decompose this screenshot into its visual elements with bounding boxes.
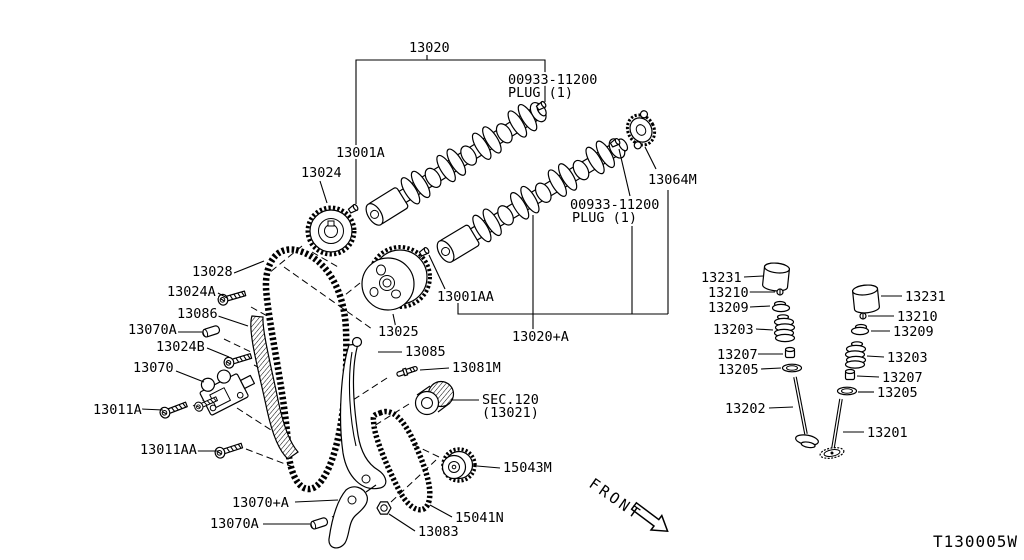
bolt-13024a (216, 287, 248, 307)
label-13231-left: 13231 (701, 270, 742, 286)
label-13025: 13025 (378, 324, 419, 340)
label-13209-left: 13209 (708, 300, 749, 316)
label-13070-plus-a: 13070+A (232, 495, 289, 511)
pin-13070a-upper (201, 324, 222, 339)
label-13081m: 13081M (452, 360, 501, 376)
label-13083: 13083 (418, 524, 459, 540)
label-plug-mid-2: PLUG (1) (572, 210, 637, 226)
spring-seat-left-13205 (781, 363, 803, 373)
exhaust-valve-13201 (819, 398, 845, 459)
valve-lifter-left-13231 (762, 262, 790, 292)
label-13070a-upper: 13070A (128, 322, 177, 338)
label-13001a: 13001A (336, 145, 385, 161)
label-13070: 13070 (133, 360, 174, 376)
cam-sprocket-13024 (305, 205, 357, 257)
spring-retainer-right-13209 (850, 323, 870, 336)
label-plug-top-1: 00933-11200 (508, 72, 597, 88)
label-13020-plus-a: 13020+A (512, 329, 569, 345)
front-label: FRONT (586, 475, 646, 524)
tensioner-guide-13085 (339, 336, 387, 490)
oil-pump-chain-15041n (370, 408, 433, 513)
label-13203-right: 13203 (887, 350, 928, 366)
callout-labels: 13020 00933-11200 PLUG (1) 13001A 13024 … (91, 38, 948, 542)
label-13209-right: 13209 (893, 324, 934, 340)
chain-tensioner-13070 (199, 369, 256, 416)
nut-13083 (376, 501, 392, 515)
label-13085: 13085 (405, 344, 446, 360)
chain-guide-13086 (250, 315, 299, 460)
label-13202: 13202 (725, 401, 766, 417)
label-13020: 13020 (409, 40, 450, 56)
timing-chain-13028 (262, 246, 350, 493)
valve-spring-left-13203 (773, 314, 796, 343)
label-13201: 13201 (867, 425, 908, 441)
label-plug-top-2: PLUG (1) (508, 85, 573, 101)
valve-spring-right-13203 (844, 341, 867, 369)
bolt-13011a (157, 398, 189, 421)
label-13024: 13024 (301, 165, 342, 181)
front-direction-indicator: FRONT (586, 475, 669, 533)
label-13231-right: 13231 (905, 289, 946, 305)
label-13024a: 13024A (167, 284, 216, 300)
intake-valve-13202 (793, 376, 819, 449)
label-13024b: 13024B (156, 339, 205, 355)
spring-seat-right-13205 (836, 386, 858, 396)
leader-lines (140, 55, 902, 532)
valve-collet-right-13210 (859, 312, 867, 320)
tensioner-arm-13070a (328, 484, 377, 549)
label-13064m: 13064M (648, 172, 697, 188)
label-13070a-lower: 13070A (210, 516, 259, 532)
label-sec120: SEC.120 (482, 392, 539, 408)
label-13205-right: 13205 (877, 385, 918, 401)
label-13028: 13028 (192, 264, 233, 280)
drawing-code: T130005W (933, 532, 1018, 551)
label-13001aa: 13001AA (437, 289, 494, 305)
plug-13001a (347, 203, 360, 215)
label-13207-right: 13207 (882, 370, 923, 386)
bolt-13011aa (213, 439, 245, 460)
bolt-13024b (222, 350, 254, 370)
valve-seal-right-13207 (844, 368, 856, 381)
label-13210-left: 13210 (708, 285, 749, 301)
label-13011a: 13011A (93, 402, 142, 418)
pin-13070a-lower (309, 516, 330, 531)
valve-lifter-right-13231 (852, 284, 880, 314)
spring-retainer-left-13209 (771, 300, 791, 313)
crank-sprocket-13021 (414, 380, 455, 416)
front-arrow-icon (630, 501, 669, 533)
label-plug-mid-1: 00933-11200 (570, 197, 659, 213)
vtc-sprocket-13025 (361, 245, 432, 311)
valve-seal-left-13207 (784, 346, 796, 359)
label-13086: 13086 (177, 306, 218, 322)
stud-13081m (396, 365, 418, 377)
valve-collet-left-13210 (776, 288, 784, 296)
label-13011aa: 13011AA (140, 442, 197, 458)
label-13205-left: 13205 (718, 362, 759, 378)
label-13207-left: 13207 (717, 347, 758, 363)
oil-pump-sprocket-15043m (441, 447, 477, 483)
label-13203-left: 13203 (713, 322, 754, 338)
camshaft-exhaust (365, 101, 547, 226)
label-15043m: 15043M (503, 460, 552, 476)
sensor-plate-13064m (625, 110, 657, 150)
label-13210-right: 13210 (897, 309, 938, 325)
label-15041n: 15041N (455, 510, 504, 526)
label-13021: (13021) (482, 405, 539, 421)
